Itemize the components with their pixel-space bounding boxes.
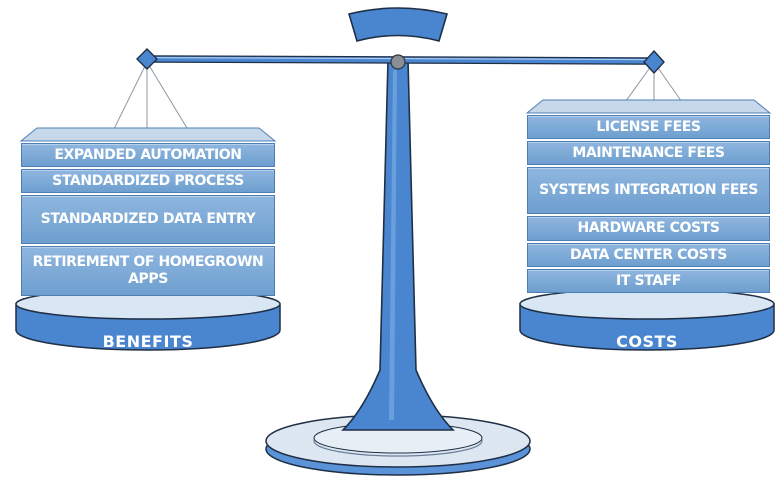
benefits-label: BENEFITS [102, 332, 194, 351]
left-pan-strings [111, 61, 191, 136]
left-stack-top [19, 127, 277, 142]
cost-item: DATA CENTER COSTS [527, 243, 770, 267]
benefit-item: STANDARDIZED PROCESS [21, 169, 275, 193]
left-beam-end [136, 48, 158, 70]
cost-item: LICENSE FEES [527, 115, 770, 139]
costs-label: COSTS [616, 332, 678, 351]
benefits-pan [15, 288, 281, 351]
benefits-stack: EXPANDED AUTOMATION STANDARDIZED PROCESS… [21, 143, 275, 296]
right-beam-end [643, 49, 665, 75]
benefit-item: RETIREMENT OF HOMEGROWN APPS [21, 246, 275, 296]
cost-item: HARDWARE COSTS [527, 216, 770, 241]
benefit-item: EXPANDED AUTOMATION [21, 143, 275, 167]
cost-item: MAINTENANCE FEES [527, 141, 770, 165]
cost-item: IT STAFF [527, 269, 770, 293]
costs-stack: LICENSE FEES MAINTENANCE FEES SYSTEMS IN… [527, 115, 770, 293]
scale-pole [341, 59, 455, 431]
benefit-item: STANDARDIZED DATA ENTRY [21, 195, 275, 244]
scale-top-cap [347, 7, 449, 42]
cost-item: SYSTEMS INTEGRATION FEES [527, 167, 770, 214]
right-stack-top [525, 99, 772, 114]
costs-pan [519, 288, 775, 351]
scale-base [265, 414, 531, 476]
pivot-icon [390, 54, 406, 70]
